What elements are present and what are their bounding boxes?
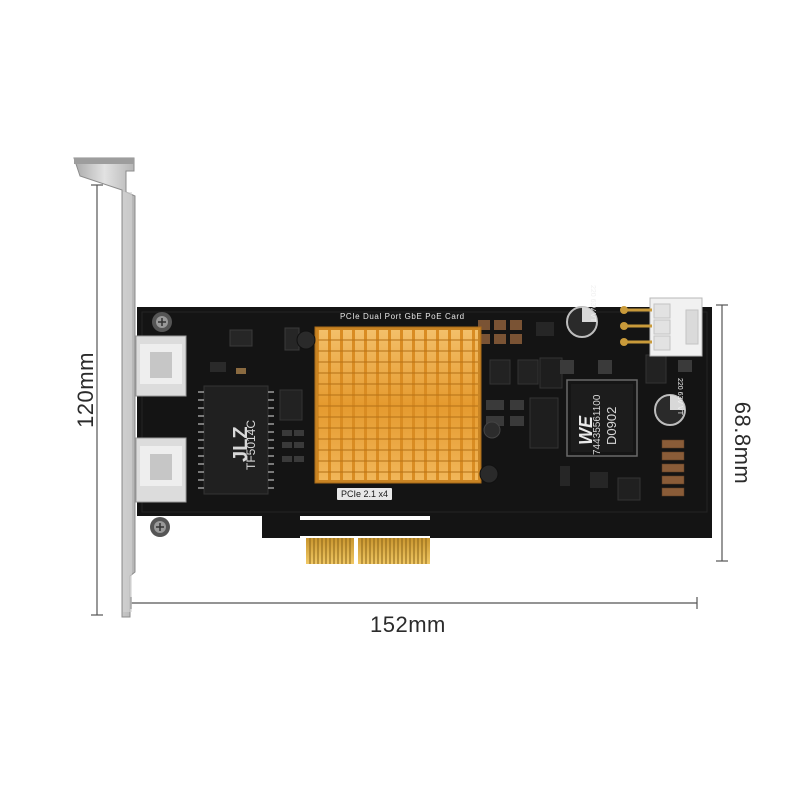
screw-top-icon (152, 312, 172, 332)
rj45-port-bottom (135, 437, 187, 503)
smd-capacitors (661, 439, 685, 497)
poe-transformer (566, 379, 638, 457)
width-dimension-label: 152mm (370, 612, 446, 637)
transformer-code: D0902 (604, 406, 619, 445)
electrolytic-capacitor-right (654, 394, 686, 426)
smd-components (210, 320, 692, 501)
nic-chip-part-number: TF5014C (244, 419, 258, 470)
gold-edge-contacts (300, 520, 430, 564)
capacitor-top-label: 220 63V VT (588, 285, 596, 322)
bracket-height-dimension-label: 120mm (73, 352, 98, 428)
pcie-bracket (73, 157, 136, 618)
rj45-port-top (135, 335, 187, 397)
board-height-dimension-label: 68.8mm (730, 401, 755, 485)
screw-bottom-icon (150, 517, 170, 537)
heatsink (296, 326, 499, 484)
pcie-version-label: PCIe 2.1 x4 (337, 488, 393, 500)
nic-chip (198, 385, 274, 495)
dimension-lines (91, 184, 728, 616)
pcb-silkscreen-title: PCIe Dual Port GbE PoE Card (340, 312, 465, 321)
transformer-part-number: 74435561100 (592, 394, 603, 455)
capacitor-right-label: 220 63V VT (675, 378, 683, 415)
power-connector (620, 297, 703, 357)
electrolytic-capacitor-top (566, 306, 598, 338)
